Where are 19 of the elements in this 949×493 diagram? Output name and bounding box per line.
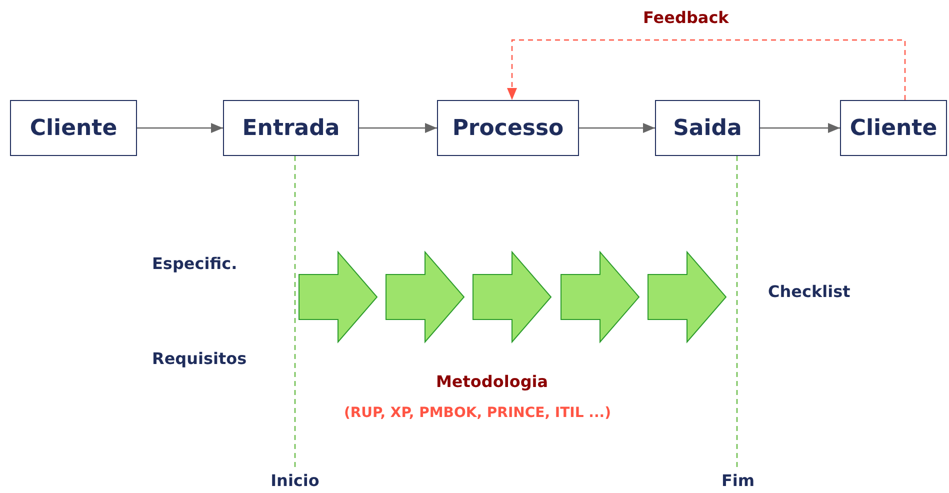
side-label: Requisitos: [152, 349, 247, 368]
process-box: Processo: [437, 100, 579, 156]
arrow: [579, 123, 655, 133]
arrow: [359, 123, 437, 133]
process-box: Cliente: [10, 100, 137, 156]
dashed-line: [294, 156, 296, 468]
side-label: Checklist: [768, 282, 850, 301]
process-box: Cliente: [840, 100, 947, 156]
note-text: (RUP, XP, PMBOK, PRINCE, ITIL ...): [344, 405, 612, 421]
process-box: Saida: [655, 100, 760, 156]
section-label: Metodologia: [436, 372, 548, 391]
milestone-label: Inicio: [262, 468, 328, 492]
arrow: [137, 123, 223, 133]
milestone-label: Fim: [715, 468, 761, 492]
arrow: [760, 123, 840, 133]
side-label: Especific.: [152, 254, 238, 273]
process-box: Entrada: [223, 100, 359, 156]
dashed-arrow: [507, 39, 906, 100]
dashed-line: [736, 156, 739, 469]
